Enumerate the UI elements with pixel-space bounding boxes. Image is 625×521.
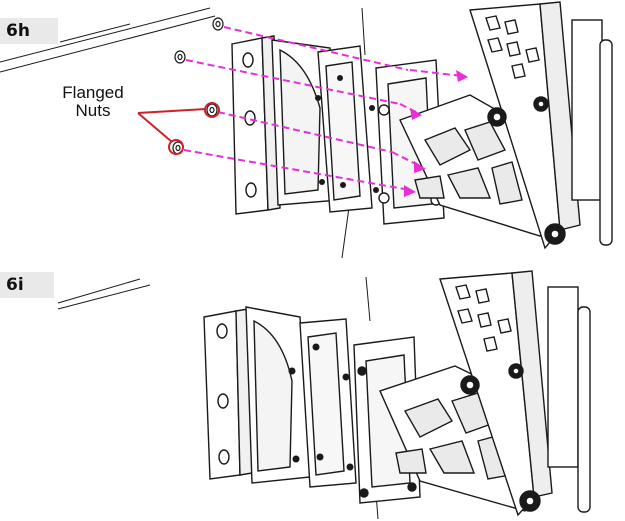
assembly-arrows: [183, 26, 463, 191]
step-6i-label: 6i: [0, 272, 54, 298]
arrow-heads: [404, 70, 468, 197]
arm-bracket: [245, 306, 357, 488]
step-6h-label: 6h: [0, 18, 58, 44]
step-6h-panel: 6h Flanged Nuts: [0, 0, 625, 260]
step-6h-drawing: [0, 1, 613, 259]
step-6i-panel: 6i: [0, 261, 625, 521]
step-6i-drawing: [57, 270, 591, 520]
arm-bracket: [271, 39, 373, 213]
callout-line2: Nuts: [75, 101, 111, 120]
bracket-bolts: [315, 75, 379, 193]
flanged-nuts-callout: Flanged Nuts: [48, 84, 138, 120]
vertical-post: [469, 1, 613, 250]
callout-leaders: [137, 102, 220, 155]
loose-flanged-nuts: [172, 17, 224, 155]
callout-line1: Flanged: [62, 83, 124, 102]
vertical-post: [439, 270, 591, 517]
installed-flanged-nuts: [288, 343, 354, 471]
rear-mounting-plate: [203, 308, 253, 480]
